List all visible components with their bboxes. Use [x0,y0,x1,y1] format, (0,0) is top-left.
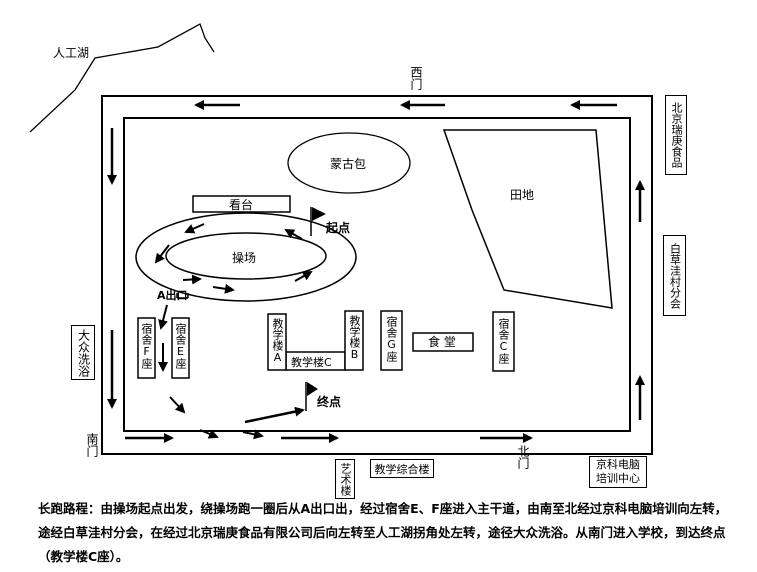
route-arrows [107,100,645,443]
finish-label: 终点 [317,394,341,409]
dorm-g-label: 宿舍G座 [385,316,398,362]
playground-label: 操场 [232,250,256,265]
dorm-g-box [380,310,403,371]
north-gate-label: 北门 [516,445,530,469]
start-flag-icon [312,207,326,221]
teaching-b-label: 教学楼B [348,315,361,361]
jingke-training-box: 京科电脑培训中心 [589,456,647,488]
inner-wall [123,117,631,432]
lake-label: 人工湖 [53,45,89,60]
route-arrows-small [154,223,313,440]
west-gate-label: 西门 [409,66,423,90]
farmland-label: 田地 [510,188,534,202]
jingke-training-label: 京科电脑培训中心 [596,458,640,485]
dazhong-bath-box: 大众洗浴 [71,325,95,380]
canteen-box [412,332,474,352]
integrated-building-box: 教学综合楼 [370,459,434,478]
stands-label: 看台 [229,197,253,212]
dorm-f-label: 宿舍F座 [140,323,153,369]
teaching-c-label: 教学楼C [291,355,332,369]
route-description: 长跑路程：由操场起点出发，绕操场跑一圈后从A出口出，经过宿舍E、F座进入主干道，… [38,501,728,564]
teaching-a-box [267,313,287,371]
outer-wall [101,95,653,455]
south-gate-label: 南门 [85,433,99,457]
dorm-c-label: 宿舍C座 [497,318,510,364]
baicaowa-box: 白草洼村分会 [663,235,686,316]
yurt-label: 蒙古包 [330,156,366,171]
stands-box [192,195,291,213]
finish-flag-icon [307,382,318,396]
farmland-shape [442,129,613,309]
dorm-f-box [137,317,156,379]
dorm-e-label: 宿舍E座 [174,323,187,369]
dorm-c-box [492,311,515,372]
track-inner [165,232,327,280]
dorm-e-box [171,317,190,379]
teaching-b-box [344,310,364,371]
exit-a-label: A出口 [157,288,188,302]
art-building-box: 艺术楼 [335,459,355,499]
beijing-ruigeng-box: 北京瑞庚食品 [665,95,687,175]
mongolian-yurt-shape [287,132,411,194]
canteen-label: 食 堂 [428,334,456,349]
start-label: 起点 [325,220,350,235]
teaching-a-label: 教学楼A [271,318,284,364]
lake-shore [29,23,215,133]
